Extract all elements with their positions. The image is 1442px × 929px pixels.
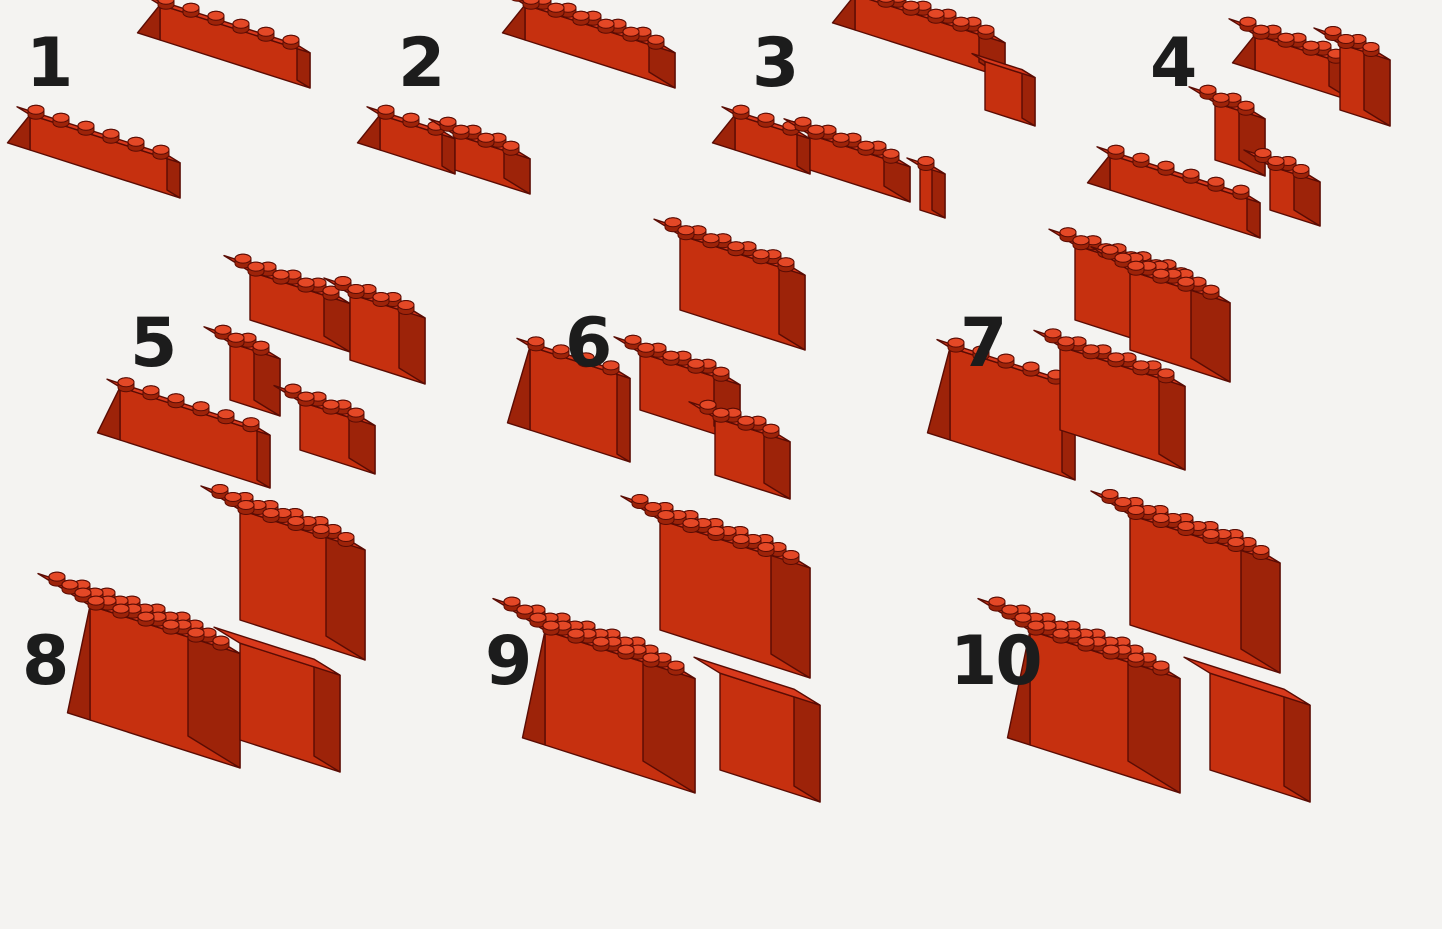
step-label-4: 4 <box>1150 30 1195 98</box>
step-8-assembly <box>38 485 365 773</box>
step-label-5: 5 <box>130 310 175 378</box>
step-9-assembly <box>493 495 820 803</box>
step-label-10: 10 <box>950 628 1041 696</box>
step-label-9: 9 <box>485 628 530 696</box>
step-label-7: 7 <box>960 310 1005 378</box>
step-4-assembly <box>1088 17 1391 238</box>
step-label-6: 6 <box>565 310 610 378</box>
step-label-2: 2 <box>398 30 443 98</box>
step-label-8: 8 <box>22 628 67 696</box>
step-label-3: 3 <box>752 30 797 98</box>
step-6-assembly <box>508 218 806 499</box>
step-label-1: 1 <box>26 30 71 98</box>
brick-assemblies <box>8 0 1391 802</box>
